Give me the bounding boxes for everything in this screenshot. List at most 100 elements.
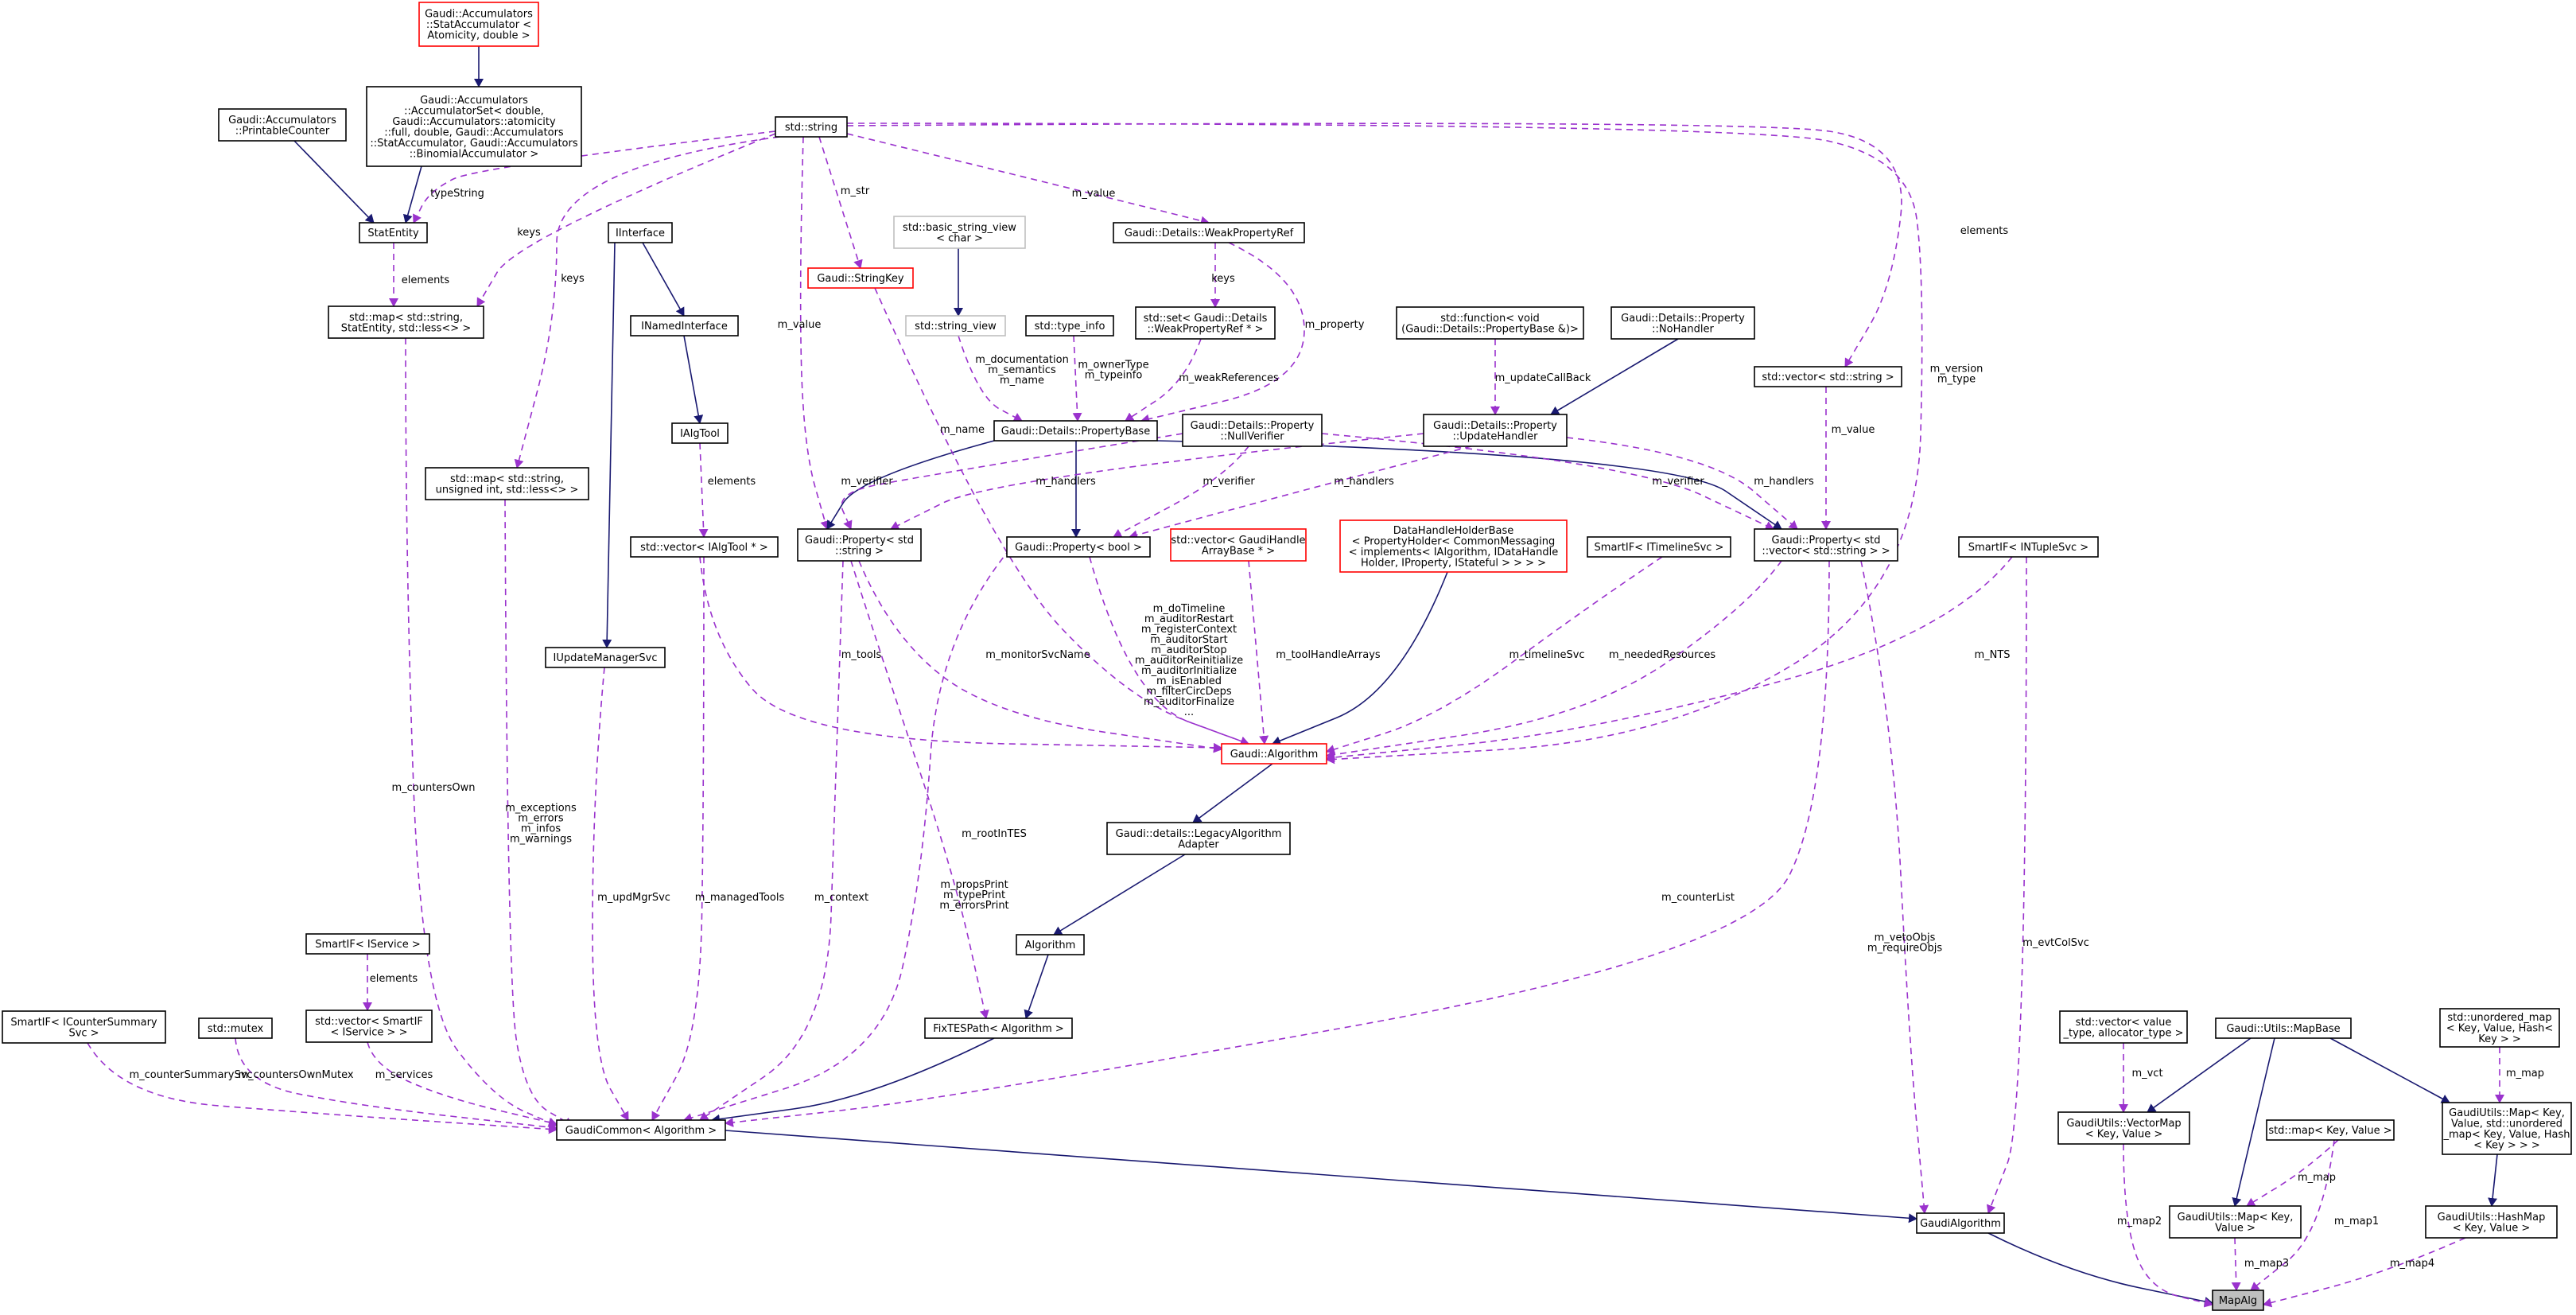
class-node-inamed-interface[interactable]: INamedInterface bbox=[630, 315, 739, 337]
class-node-accumulator-set[interactable]: Gaudi::Accumulators::AccumulatorSet< dou… bbox=[366, 86, 582, 167]
class-node-smartif-itimeline[interactable]: SmartIF< ITimelineSvc > bbox=[1587, 536, 1731, 558]
class-node-property-string[interactable]: Gaudi::Property< std::string > bbox=[797, 528, 922, 562]
class-node-stat-accumulator[interactable]: Gaudi::Accumulators::StatAccumulator <At… bbox=[418, 2, 539, 47]
edge-line bbox=[2263, 1237, 2466, 1308]
node-label-line: std::unordered_map bbox=[2447, 1012, 2551, 1024]
class-node-weak-property-ref[interactable]: Gaudi::Details::WeakPropertyRef bbox=[1113, 222, 1305, 243]
edge-label-line: m_value bbox=[1072, 188, 1116, 200]
usage-edge-property_string-gaudi_common bbox=[699, 560, 844, 1121]
inheritance-edge-gaudi_algorithm-legacy_adapter bbox=[1192, 763, 1273, 823]
class-node-std-string-view[interactable]: std::string_view bbox=[905, 315, 1006, 337]
node-label-line: SmartIF< ICounterSummary bbox=[10, 1017, 157, 1029]
edge-label-line: m_str bbox=[841, 185, 870, 197]
class-node-gaudi-stringkey[interactable]: Gaudi::StringKey bbox=[807, 267, 914, 289]
class-node-update-handler[interactable]: Gaudi::Details::Property::UpdateHandler bbox=[1423, 414, 1568, 447]
class-node-gaudi-common[interactable]: GaudiCommon< Algorithm > bbox=[556, 1119, 726, 1141]
class-node-algorithm[interactable]: Algorithm bbox=[1016, 934, 1085, 955]
edge-label-std_function_void-update_handler: m_updateCallBack bbox=[1495, 372, 1591, 384]
edge-label-update_handler-property_bool: m_handlers bbox=[1334, 476, 1394, 488]
node-box bbox=[359, 222, 428, 243]
usage-edge-vector_smartif_iservice-gaudi_common bbox=[367, 1041, 558, 1127]
node-label-line: < Key > > > bbox=[2473, 1139, 2540, 1151]
node-label: GaudiUtils::Map< Key,Value > bbox=[2178, 1212, 2294, 1235]
class-node-utils-map-kv[interactable]: GaudiUtils::Map< Key,Value > bbox=[2169, 1205, 2302, 1239]
usage-edge-update_handler-property_string bbox=[890, 433, 1424, 530]
class-node-std-function-void[interactable]: std::function< void(Gaudi::Details::Prop… bbox=[1396, 306, 1584, 340]
class-node-hashmap[interactable]: GaudiUtils::HashMap< Key, Value > bbox=[2425, 1205, 2558, 1239]
class-node-ialgtool[interactable]: IAlgTool bbox=[671, 422, 729, 444]
class-node-vectormap[interactable]: GaudiUtils::VectorMap< Key, Value > bbox=[2057, 1111, 2190, 1145]
class-node-vector-smartif-iservice[interactable]: std::vector< SmartIF< IService > > bbox=[305, 1010, 433, 1043]
node-label-line: ::full, double, Gaudi::Accumulators bbox=[384, 126, 564, 138]
edge-label-line: m_value bbox=[1832, 424, 1875, 436]
class-node-std-mutex[interactable]: std::mutex bbox=[198, 1017, 273, 1039]
usage-edge-std_string-weak_property_ref bbox=[846, 133, 1210, 226]
class-node-vector-value-alloc[interactable]: std::vector< value_type, allocator_type … bbox=[2059, 1010, 2188, 1044]
class-node-property-vector-string[interactable]: Gaudi::Property< std::vector< std::strin… bbox=[1754, 528, 1898, 562]
inheritance-edge-utils_mapbase-utils_map_unordered bbox=[2329, 1037, 2450, 1103]
edge-line bbox=[1140, 242, 1305, 424]
class-node-std-map-kv[interactable]: std::map< Key, Value > bbox=[2266, 1119, 2395, 1141]
class-node-mapalg: MapAlg bbox=[2212, 1290, 2264, 1311]
edge-line bbox=[1986, 556, 2027, 1214]
node-label-line: < implements< IAlgorithm, IDataHandle bbox=[1349, 547, 1558, 558]
class-node-stat-entity[interactable]: StatEntity bbox=[359, 222, 428, 243]
usage-edge-std_type_info-property_base bbox=[1072, 335, 1082, 422]
usage-edge-vectormap-mapalg bbox=[2123, 1143, 2213, 1308]
node-label-line: std::vector< std::string > bbox=[1762, 372, 1894, 383]
class-node-fixtespath[interactable]: FixTESPath< Algorithm > bbox=[924, 1017, 1073, 1039]
class-node-utils-map-unordered[interactable]: GaudiUtils::Map< Key,Value, std::unorder… bbox=[2442, 1102, 2572, 1155]
class-node-map-string-uint[interactable]: std::map< std::string,unsigned int, std:… bbox=[425, 467, 589, 500]
edge-layer bbox=[87, 46, 2504, 1308]
node-label-line: GaudiUtils::VectorMap bbox=[2066, 1118, 2181, 1130]
node-label-line: std::vector< GaudiHandle bbox=[1171, 535, 1305, 547]
edge-line bbox=[1129, 445, 1472, 540]
class-node-property-base[interactable]: Gaudi::Details::PropertyBase bbox=[993, 420, 1158, 442]
class-node-set-weakpropref[interactable]: std::set< Gaudi::Details::WeakPropertyRe… bbox=[1135, 306, 1276, 340]
class-node-smartif-iservice[interactable]: SmartIF< IService > bbox=[305, 933, 430, 955]
node-box bbox=[1754, 528, 1898, 562]
class-node-utils-mapbase[interactable]: Gaudi::Utils::MapBase bbox=[2215, 1017, 2352, 1039]
edge-label-line: m_name bbox=[1000, 375, 1044, 387]
class-node-std-type-info[interactable]: std::type_info bbox=[1025, 315, 1114, 337]
class-node-property-nohandler[interactable]: Gaudi::Details::Property::NoHandler bbox=[1610, 306, 1755, 340]
edge-label-line: m_tools bbox=[841, 649, 882, 661]
edge-label-vector_value_alloc-vectormap: m_vct bbox=[2131, 1068, 2162, 1080]
class-node-null-verifier[interactable]: Gaudi::Details::Property::NullVerifier bbox=[1182, 414, 1323, 447]
class-node-smartif-intuple[interactable]: SmartIF< INTupleSvc > bbox=[1958, 536, 2099, 558]
node-box bbox=[924, 1017, 1073, 1039]
class-node-gaudi-algorithm2[interactable]: GaudiAlgorithm bbox=[1916, 1212, 2005, 1234]
edge-label-line: m_verifier bbox=[1203, 476, 1255, 488]
class-node-map-string-statentity[interactable]: std::map< std::string,StatEntity, std::l… bbox=[328, 305, 484, 339]
node-label: IAlgTool bbox=[680, 428, 720, 440]
usage-edge-smartif_intuple-gaudi_algorithm bbox=[1326, 556, 2013, 762]
node-box bbox=[630, 315, 739, 337]
node-label: GaudiUtils::Map< Key,Value, std::unorder… bbox=[2443, 1107, 2570, 1152]
edge-label-line: m_map2 bbox=[2117, 1216, 2162, 1227]
usage-edge-std_string-gaudi_stringkey bbox=[818, 136, 863, 269]
class-node-vector-ialgtool[interactable]: std::vector< IAlgTool * > bbox=[630, 536, 779, 558]
class-node-unordered-map[interactable]: std::unordered_map< Key, Value, Hash<Key… bbox=[2439, 1008, 2560, 1048]
class-node-vector-string[interactable]: std::vector< std::string > bbox=[1754, 366, 1902, 387]
class-node-std-string[interactable]: std::string bbox=[775, 116, 848, 138]
edge-label-map_string_statentity-gaudi_common: m_countersOwn bbox=[391, 782, 475, 794]
class-node-property-bool[interactable]: Gaudi::Property< bool > bbox=[1006, 536, 1151, 558]
class-node-iinterface[interactable]: IInterface bbox=[608, 222, 673, 243]
class-node-printable-counter[interactable]: Gaudi::Accumulators::PrintableCounter bbox=[218, 108, 347, 142]
edge-line bbox=[1125, 338, 1202, 422]
node-box bbox=[218, 108, 347, 142]
edge-line bbox=[2232, 1037, 2275, 1207]
edge-line bbox=[2250, 1139, 2335, 1291]
node-label: FixTESPath< Algorithm > bbox=[933, 1023, 1064, 1035]
inheritance-edge-utils_mapbase-vectormap bbox=[2147, 1037, 2252, 1113]
class-node-gaudi-algorithm[interactable]: Gaudi::Algorithm bbox=[1221, 743, 1327, 764]
class-node-iupdate-manager[interactable]: IUpdateManagerSvc bbox=[545, 647, 666, 668]
node-label-line: Value, std::unordered bbox=[2451, 1118, 2562, 1130]
usage-edge-utils_map_kv-mapalg bbox=[2231, 1237, 2241, 1291]
class-node-std-basic-string-view[interactable]: std::basic_string_view< char > bbox=[893, 216, 1026, 249]
edge-line bbox=[651, 556, 705, 1121]
class-node-datahandle-holder[interactable]: DataHandleHolderBase< PropertyHolder< Co… bbox=[1339, 519, 1568, 573]
